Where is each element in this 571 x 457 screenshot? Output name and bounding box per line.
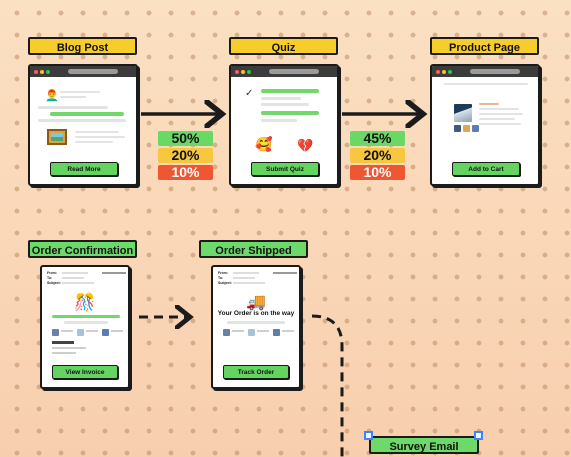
close-dot-icon (235, 70, 239, 74)
checkmark-icon: ✓ (245, 88, 254, 99)
quiz-label[interactable]: Quiz (229, 37, 338, 55)
submit-quiz-button[interactable]: Submit Quiz (251, 162, 319, 176)
survey-email-label[interactable]: Survey Email (369, 436, 479, 454)
close-dot-icon (436, 70, 440, 74)
product-page-label[interactable]: Product Page (430, 37, 539, 55)
dashed-path-shipped-to-survey (311, 314, 344, 457)
minimize-dot-icon (40, 70, 44, 74)
order-shipped-label[interactable]: Order Shipped (199, 240, 308, 258)
add-to-cart-button[interactable]: Add to Cart (452, 162, 520, 176)
browser-bar (30, 66, 136, 77)
selection-handle-top-right[interactable] (474, 431, 483, 440)
conversion-stat-green: 45% (350, 131, 405, 146)
conversion-stat-orange: 20% (350, 148, 405, 163)
avatar-icon: 👨‍🦰 (45, 90, 59, 102)
url-bar (269, 69, 319, 74)
maximize-dot-icon (247, 70, 251, 74)
minimize-dot-icon (442, 70, 446, 74)
picture-icon (47, 129, 67, 145)
order-shipped-headline: Your Order is on the way (217, 310, 295, 317)
product-image-icon (454, 104, 472, 122)
smiling-face-with-hearts-icon: 🥰 (255, 136, 273, 152)
order-shipped-email[interactable]: From: To: Subject: 🚚 Your Order is on th… (211, 265, 301, 389)
minimize-dot-icon (241, 70, 245, 74)
url-bar (470, 69, 520, 74)
delivery-truck-icon: 🚚 (246, 294, 266, 311)
read-more-button[interactable]: Read More (50, 162, 118, 176)
product-page-browser[interactable]: Add to Cart (430, 64, 540, 186)
browser-bar (231, 66, 337, 77)
blog-post-label[interactable]: Blog Post (28, 37, 137, 55)
broken-heart-icon: 💔 (297, 138, 314, 153)
selection-handle-top-left[interactable] (364, 431, 373, 440)
conversion-stat-red: 10% (158, 165, 213, 180)
celebration-icon: 🎊 (74, 293, 96, 312)
blog-post-browser[interactable]: 👨‍🦰 Read More (28, 64, 138, 186)
maximize-dot-icon (46, 70, 50, 74)
track-order-button[interactable]: Track Order (223, 365, 289, 379)
quiz-browser[interactable]: ✓ 🥰 💔 Submit Quiz (229, 64, 339, 186)
maximize-dot-icon (448, 70, 452, 74)
url-bar (68, 69, 118, 74)
browser-bar (432, 66, 538, 77)
order-confirmation-email[interactable]: From: To: Subject: 🎊 View Invoice (40, 265, 130, 389)
order-confirmation-label[interactable]: Order Confirmation (28, 240, 137, 258)
close-dot-icon (34, 70, 38, 74)
conversion-stat-orange: 20% (158, 148, 213, 163)
view-invoice-button[interactable]: View Invoice (52, 365, 118, 379)
conversion-stat-green: 50% (158, 131, 213, 146)
conversion-stat-red: 10% (350, 165, 405, 180)
